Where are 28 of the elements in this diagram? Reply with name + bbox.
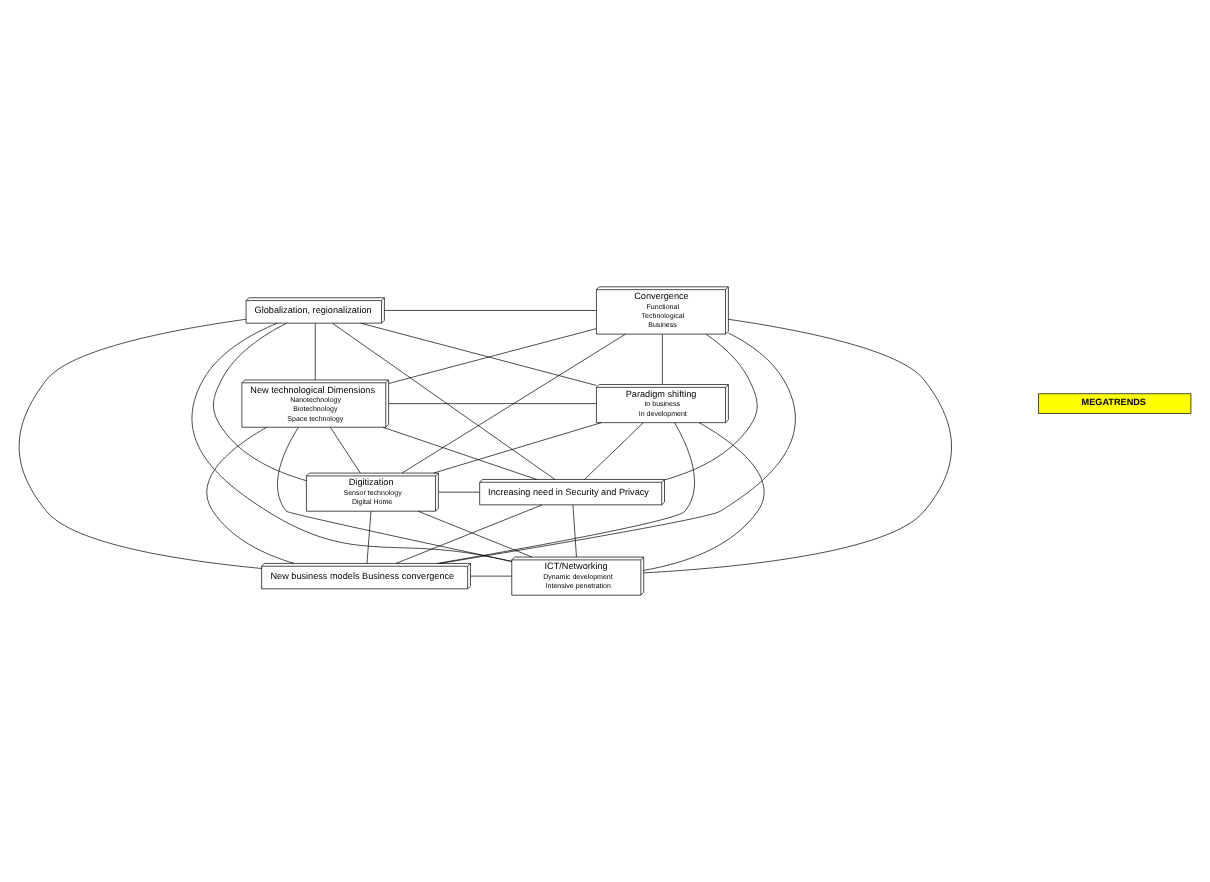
connector	[366, 511, 372, 564]
connector	[395, 504, 543, 564]
connector	[439, 332, 796, 564]
connector	[332, 322, 556, 480]
connector	[438, 491, 480, 493]
connector	[277, 427, 513, 562]
connector	[433, 422, 602, 474]
connector	[18, 318, 262, 569]
connector	[401, 333, 626, 474]
connector	[314, 323, 316, 381]
connector	[470, 575, 512, 577]
connector	[384, 310, 597, 311]
connector	[388, 328, 597, 384]
connector	[572, 504, 577, 558]
connector	[662, 333, 663, 385]
connector	[643, 422, 765, 571]
connector	[206, 426, 295, 564]
connector	[360, 322, 597, 386]
connector	[382, 426, 538, 480]
connector	[417, 510, 533, 558]
connector	[643, 319, 952, 574]
connector	[388, 403, 597, 404]
connector	[213, 322, 307, 481]
connector	[584, 422, 644, 480]
connector	[191, 322, 512, 562]
connector	[664, 333, 758, 481]
connector	[436, 422, 695, 564]
connector	[330, 427, 361, 474]
